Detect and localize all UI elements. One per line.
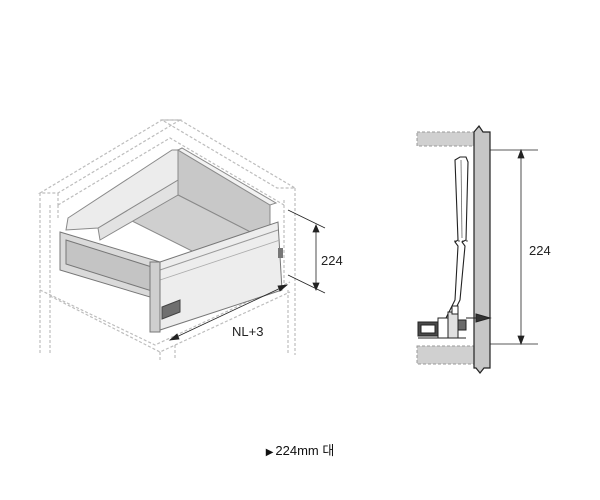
triangle-right-icon: ▶: [265, 447, 274, 458]
section-height-dimension: [490, 148, 538, 346]
front-panel-section: [473, 124, 491, 374]
height-dimension-line: [287, 209, 326, 294]
drawer-isometric-view: 224 NL+3: [37, 119, 343, 360]
runner-fitting: [417, 305, 492, 339]
top-shelf: [416, 131, 476, 147]
width-label: NL+3: [232, 324, 263, 339]
drawer-side-profile: [444, 156, 469, 323]
cabinet-frame: [37, 119, 298, 360]
height-label: 224: [321, 253, 343, 268]
bottom-shelf: [416, 345, 476, 365]
drawer-section-view: 224: [416, 124, 551, 374]
runner-cap: [161, 299, 181, 320]
width-dimension-line: [168, 284, 289, 341]
section-height-label: 224: [529, 243, 551, 258]
caption: ▶224mm 대: [0, 440, 600, 459]
caption-text: 224mm 대: [275, 443, 335, 458]
